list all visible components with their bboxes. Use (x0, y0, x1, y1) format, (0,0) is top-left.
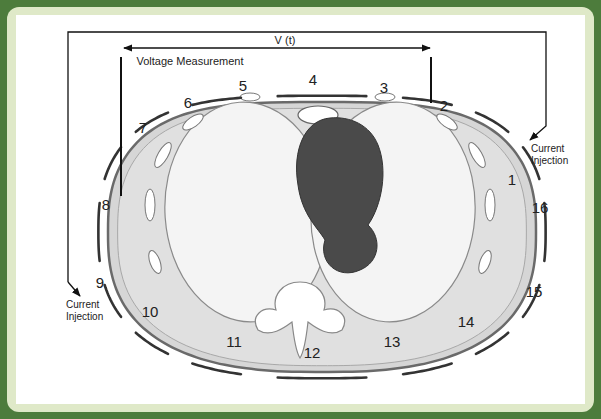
rib (485, 189, 495, 221)
electrode (136, 333, 168, 354)
panel (16, 15, 585, 404)
electrode-number: 15 (526, 283, 543, 300)
electrode (105, 285, 121, 317)
annotation-label: Current Injection (66, 299, 114, 322)
annotation-label: Voltage Measurement (136, 55, 243, 68)
electrode-number: 14 (458, 313, 475, 330)
electrode-number: 12 (304, 344, 321, 361)
electrode-number: 6 (184, 94, 192, 111)
annotation-label: Current Injection (531, 143, 579, 166)
electrode (403, 363, 452, 374)
electrode-number: 11 (226, 333, 242, 350)
electrode (278, 376, 367, 379)
rib (152, 140, 175, 169)
electrode (476, 333, 508, 354)
frame (7, 7, 594, 412)
electrode-number: 13 (384, 333, 401, 350)
electrode (278, 94, 367, 97)
electrode-number: 1 (508, 171, 516, 188)
heart (297, 118, 383, 273)
electrode-number: 9 (96, 274, 104, 291)
electrode-number: 5 (239, 77, 247, 94)
electrode (192, 98, 241, 105)
electrode-number: 4 (309, 71, 317, 88)
electrode (105, 147, 121, 179)
electrode (98, 203, 99, 261)
electrode-number: 16 (532, 199, 549, 216)
rib (180, 111, 205, 133)
electrode (192, 363, 241, 374)
electrode-number: 7 (139, 119, 147, 136)
wiring (68, 32, 546, 296)
rib (145, 189, 155, 221)
spine (255, 282, 344, 358)
signal-label: V (t) (275, 34, 296, 47)
electrode-number: 10 (142, 303, 159, 320)
rib (146, 249, 164, 275)
electrode (476, 113, 508, 132)
rib (466, 140, 489, 169)
electrode-number: 2 (440, 97, 448, 114)
electrode-number: 8 (102, 196, 110, 213)
electrode-number: 3 (380, 79, 388, 96)
rib (476, 249, 494, 275)
